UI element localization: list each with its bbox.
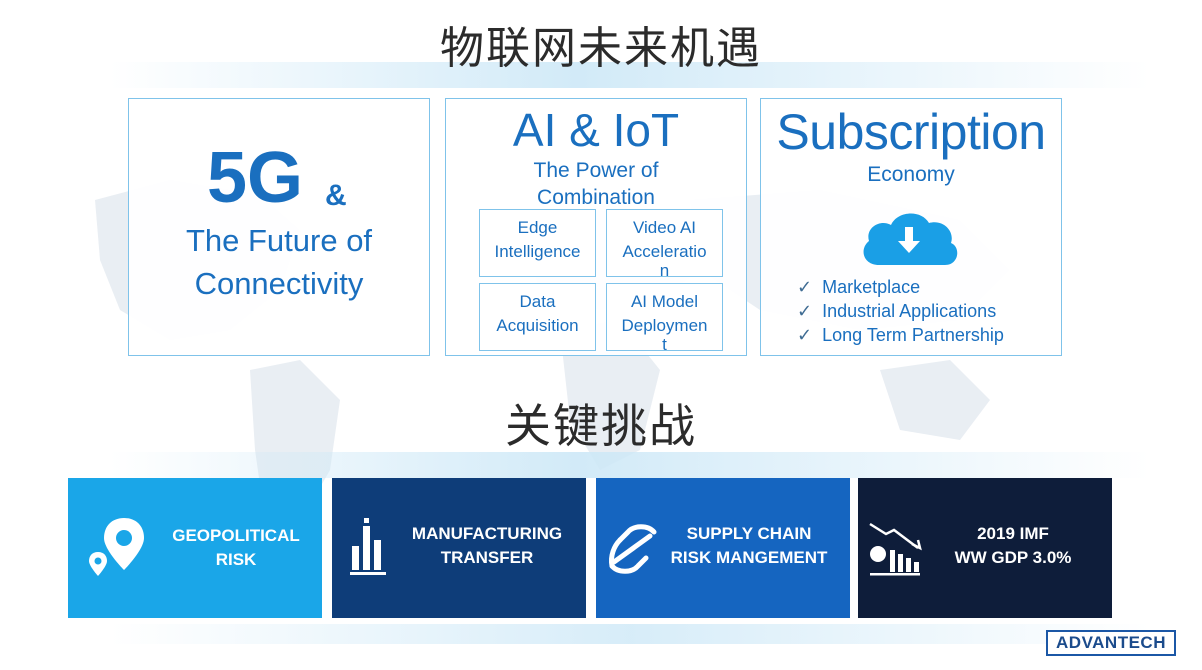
box-line: Data (519, 292, 556, 311)
cloud-download-icon (863, 213, 958, 265)
ai-iot-subtitle-line2: Combination (537, 186, 655, 209)
page-title: 物联网未来机遇 (440, 23, 762, 74)
advantech-logo: ADVANTECH (1046, 630, 1176, 656)
box-line: AI Model (630, 292, 699, 311)
check-icon: ✓ (797, 325, 813, 345)
box-line: t (662, 335, 667, 354)
subscription-heading: Subscription (776, 104, 1046, 160)
panel-5g: 5G & The Future of Connectivity (128, 98, 430, 356)
card-geopolitical-risk: GEOPOLITICAL RISK (68, 478, 322, 618)
declining-chart-icon (869, 522, 922, 576)
box-line: Edge (517, 218, 558, 237)
card-label-line: GEOPOLITICAL (172, 526, 300, 545)
list-item-label: Industrial Applications (822, 301, 997, 321)
card-manufacturing-transfer: MANUFACTURING TRANSFER (332, 478, 586, 618)
chain-link-icon (609, 524, 657, 574)
box-edge-intelligence: Edge Intelligence (479, 209, 596, 277)
card-label-line: WW GDP 3.0% (954, 548, 1072, 567)
card-imf-gdp: 2019 IMF WW GDP 3.0% (858, 478, 1112, 618)
section-title: 关键挑战 (505, 399, 697, 453)
5g-subtitle-line2: Connectivity (194, 266, 364, 301)
box-video-ai: Video AI Acceleratio n (606, 209, 723, 280)
list-item: ✓ Long Term Partnership (797, 323, 1004, 347)
card-label-line: TRANSFER (440, 548, 534, 567)
list-item: ✓ Industrial Applications (797, 299, 1004, 323)
card-label: GEOPOLITICAL RISK (156, 524, 316, 572)
box-line: Intelligence (494, 242, 581, 261)
5g-subtitle: The Future of Connectivity (129, 219, 429, 305)
box-line: n (659, 261, 670, 280)
top-title-band (110, 62, 1150, 88)
check-icon: ✓ (797, 301, 813, 321)
ai-iot-subtitle: The Power of Combination (446, 157, 746, 211)
mid-title-band (110, 452, 1150, 478)
box-line: Acquisition (496, 316, 579, 335)
card-label: SUPPLY CHAIN RISK MANGEMENT (654, 522, 844, 570)
box-line: Acceleratio (622, 242, 707, 261)
panel-ai-iot: AI & IoT The Power of Combination Edge I… (445, 98, 747, 356)
ai-iot-heading: AI & IoT (512, 104, 680, 156)
box-line: Deploymen (621, 316, 708, 335)
5g-heading: 5G (207, 138, 304, 218)
panel-subscription: Subscription Economy ✓ Marketplace ✓ Indus… (760, 98, 1062, 356)
subscription-subtitle: Economy (867, 163, 955, 186)
ampersand: & (325, 179, 347, 212)
check-icon: ✓ (797, 277, 813, 297)
5g-subtitle-line1: The Future of (185, 223, 373, 258)
box-ai-model: AI Model Deploymen t (606, 283, 723, 354)
card-supply-chain-risk: SUPPLY CHAIN RISK MANGEMENT (596, 478, 850, 618)
card-label-line: MANUFACTURING (411, 524, 563, 543)
card-label: MANUFACTURING TRANSFER (394, 522, 580, 570)
list-item-label: Long Term Partnership (822, 325, 1004, 345)
bar-chart-icon (350, 518, 386, 575)
card-label-line: 2019 IMF (977, 524, 1049, 543)
box-line: Video AI (632, 218, 697, 237)
card-label-line: RISK (215, 550, 257, 569)
box-data-acquisition: Data Acquisition (479, 283, 596, 351)
card-label: 2019 IMF WW GDP 3.0% (928, 522, 1098, 570)
subscription-list: ✓ Marketplace ✓ Industrial Applications ✓ L… (797, 275, 1004, 347)
list-item: ✓ Marketplace (797, 275, 1004, 299)
ai-iot-subtitle-line1: The Power of (533, 159, 659, 182)
list-item-label: Marketplace (822, 277, 921, 297)
card-label-line: RISK MANGEMENT (670, 548, 828, 567)
bottom-band (110, 624, 1150, 644)
location-pin-icon (89, 518, 144, 576)
card-label-line: SUPPLY CHAIN (686, 524, 812, 543)
